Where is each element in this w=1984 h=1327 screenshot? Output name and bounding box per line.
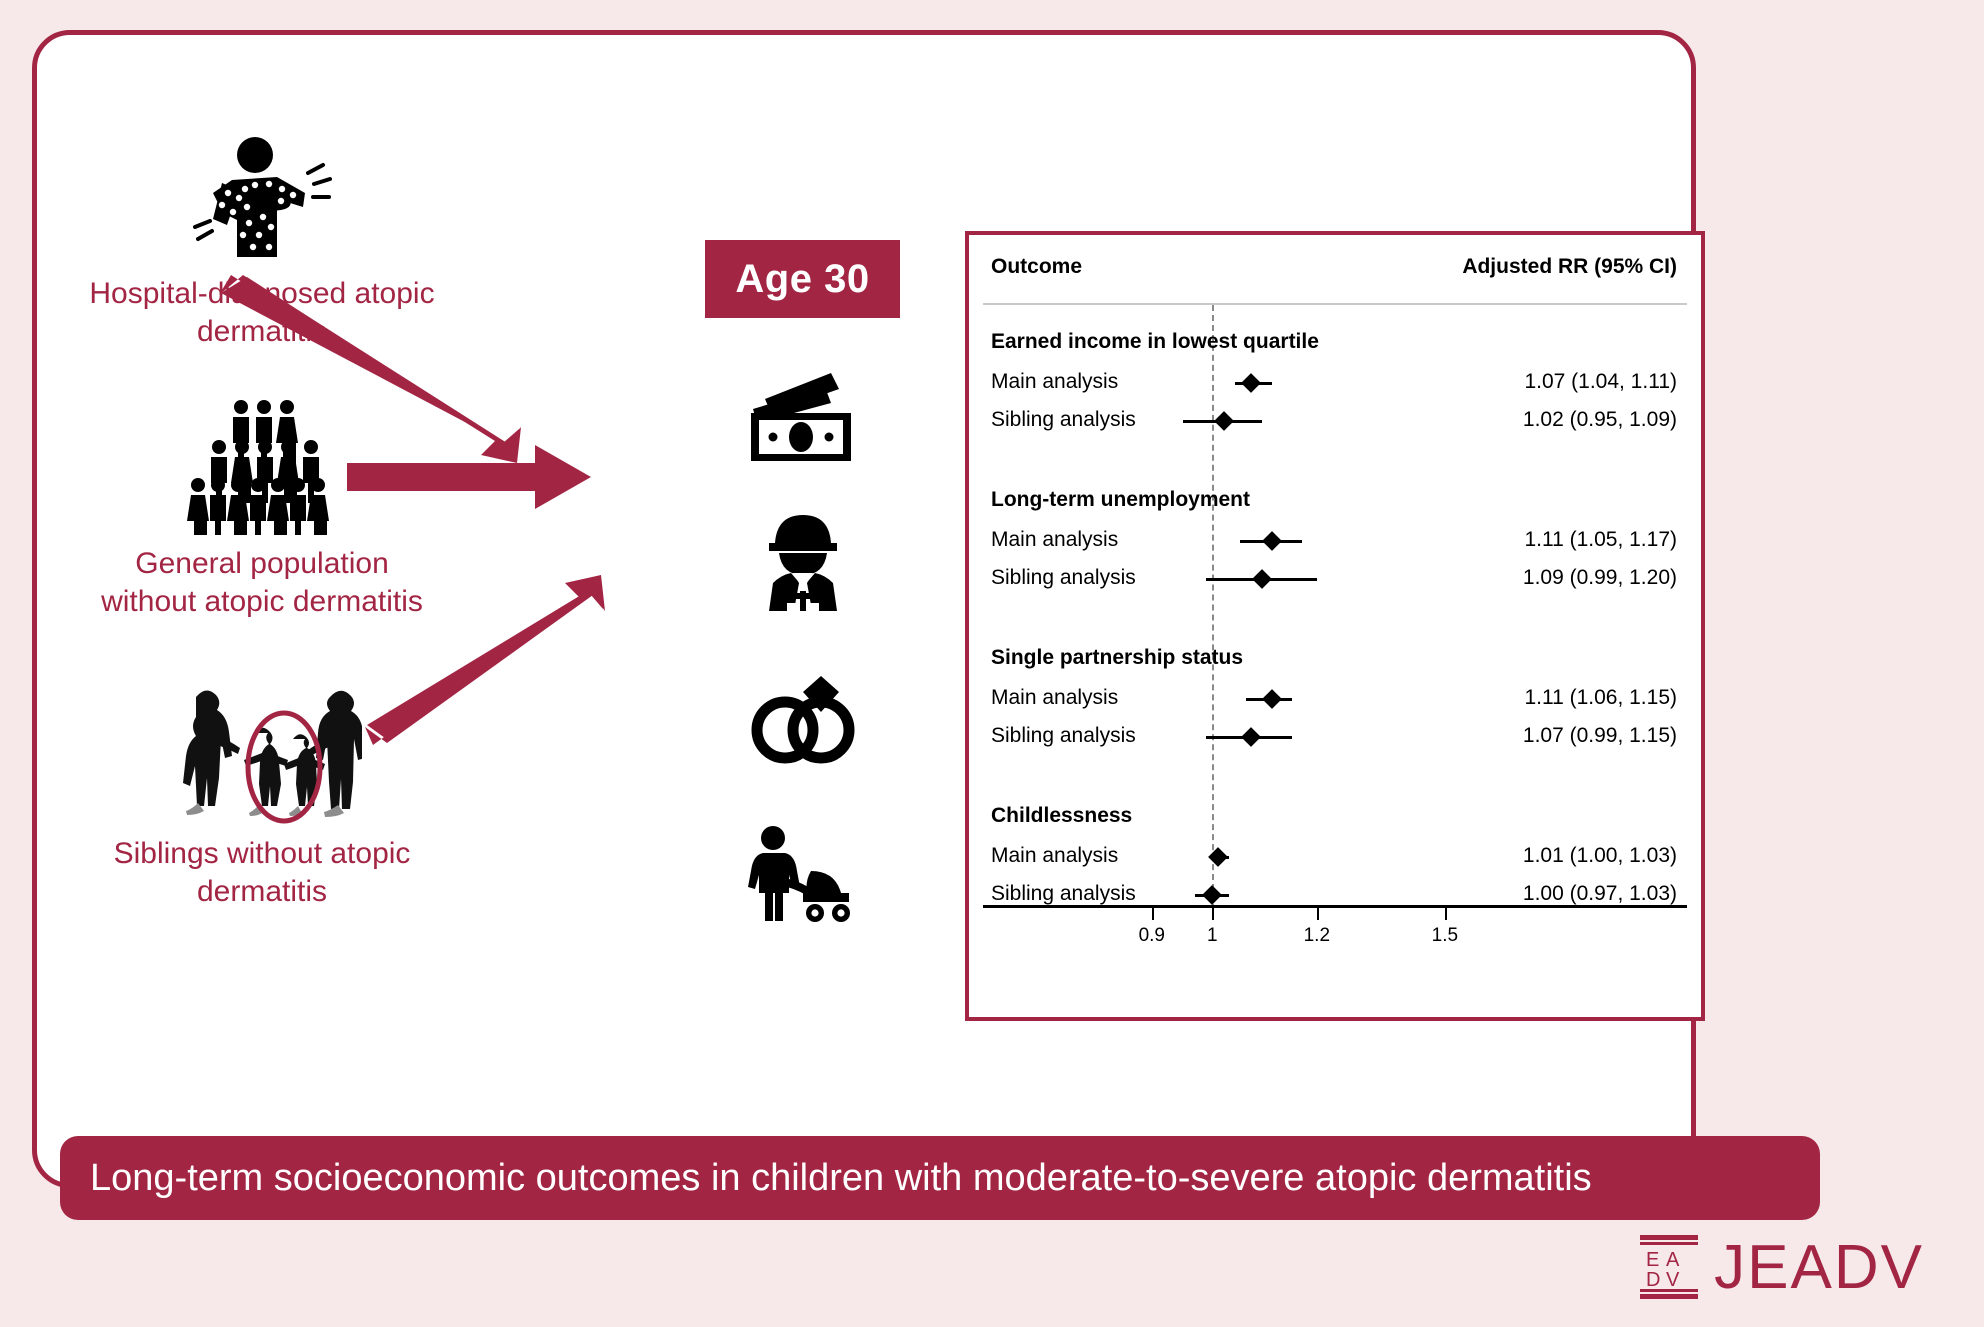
forest-group-header: Single partnership status [991, 646, 1244, 669]
age-badge: Age 30 [705, 240, 900, 318]
forest-row-label: Sibling analysis [991, 408, 1136, 431]
main-card: Hospital-diagnosed atopic dermatitis [32, 30, 1705, 1188]
crowd-of-people-icon [187, 400, 329, 535]
forest-row-label: Main analysis [991, 370, 1119, 393]
forest-row-label: Sibling analysis [991, 724, 1136, 747]
forest-row-estimate: 1.02 (0.95, 1.09) [1522, 408, 1677, 431]
axis-tick [1444, 908, 1447, 920]
point-estimate-marker [1208, 847, 1228, 867]
worker-hardhat-icon [768, 515, 837, 611]
title-banner: Long-term socioeconomic outcomes in chil… [60, 1136, 1820, 1220]
svg-text:V: V [1666, 1269, 1680, 1291]
outcome-icon-income [705, 365, 900, 470]
forest-plot: Outcome Adjusted RR (95% CI) Earned inco… [965, 231, 1705, 1021]
point-estimate-marker [1262, 689, 1282, 709]
exposure-group-siblings-without-ad: Siblings without atopic dermatitis [77, 675, 447, 912]
svg-text:A: A [1666, 1249, 1680, 1271]
exposure-group-label: Siblings without atopic dermatitis [113, 837, 411, 909]
banner-title: Long-term socioeconomic outcomes in chil… [90, 1156, 1592, 1199]
forest-row-estimate: 1.11 (1.06, 1.15) [1524, 686, 1677, 709]
eadv-mark-icon: E A D V [1640, 1235, 1699, 1299]
exposure-group-label: General population without atopic dermat… [101, 547, 423, 619]
forest-row-estimate: 1.11 (1.05, 1.17) [1524, 528, 1677, 551]
forest-row-estimate: 1.00 (0.97, 1.03) [1522, 882, 1677, 905]
forest-header-estimate: Adjusted RR (95% CI) [1462, 255, 1677, 278]
point-estimate-marker [1251, 569, 1272, 589]
axis-tick [1212, 908, 1215, 920]
forest-row-label: Main analysis [991, 686, 1119, 709]
exposure-group-general-population: General population without atopic dermat… [77, 395, 447, 622]
wedding-rings-icon [751, 676, 854, 764]
person-with-skin-rash-icon [193, 137, 332, 257]
outcome-icon-partnership [705, 670, 900, 775]
logo-wordmark: JEADV [1714, 1232, 1924, 1302]
forest-header-outcome: Outcome [991, 255, 1083, 278]
axis-tick-label: 0.9 [1138, 925, 1165, 946]
forest-row-estimate: 1.07 (1.04, 1.11) [1524, 370, 1677, 393]
jeadv-logo: E A D V JEADV [1638, 1231, 1924, 1303]
axis-tick-label: 1.2 [1303, 925, 1331, 946]
family-with-circled-siblings-icon [183, 690, 362, 824]
forest-group-header: Long-term unemployment [991, 488, 1251, 511]
point-estimate-marker [1213, 411, 1234, 431]
forest-row-estimate: 1.07 (0.99, 1.15) [1522, 724, 1677, 747]
svg-text:E: E [1646, 1249, 1659, 1271]
arrow-ad-to-outcomes [219, 275, 521, 463]
forest-row-label: Sibling analysis [991, 566, 1136, 589]
point-estimate-marker [1241, 373, 1261, 393]
arrow-population-to-outcomes [347, 445, 591, 509]
forest-group-header: Earned income in lowest quartile [991, 330, 1319, 353]
point-estimate-marker [1241, 727, 1261, 747]
forest-group-header: Childlessness [991, 804, 1133, 827]
axis-tick [1151, 908, 1154, 920]
forest-row-estimate: 1.01 (1.00, 1.03) [1522, 844, 1677, 867]
forest-row-label: Main analysis [991, 844, 1119, 867]
exposure-group-hospital-diagnosed-ad: Hospital-diagnosed atopic dermatitis [67, 135, 457, 352]
axis-tick-label: 1.5 [1431, 925, 1459, 946]
forest-row-label: Main analysis [991, 528, 1119, 551]
exposure-group-label: Hospital-diagnosed atopic dermatitis [89, 277, 435, 349]
point-estimate-marker [1202, 885, 1223, 905]
arrow-siblings-to-outcomes [365, 575, 605, 745]
forest-row-label: Sibling analysis [991, 882, 1136, 905]
svg-text:D: D [1646, 1269, 1660, 1291]
forest-row-estimate: 1.09 (0.99, 1.20) [1522, 566, 1677, 589]
parent-with-pram-icon [747, 826, 850, 922]
outcome-icon-childlessness [705, 825, 900, 930]
x-axis-line [983, 905, 1687, 908]
axis-tick-label: 1 [1206, 925, 1218, 946]
banknote-icon [750, 373, 851, 461]
axis-tick [1316, 908, 1319, 920]
header-divider [983, 303, 1687, 305]
null-reference-line [1212, 305, 1215, 910]
point-estimate-marker [1262, 531, 1282, 551]
outcome-icon-employment [705, 505, 900, 622]
